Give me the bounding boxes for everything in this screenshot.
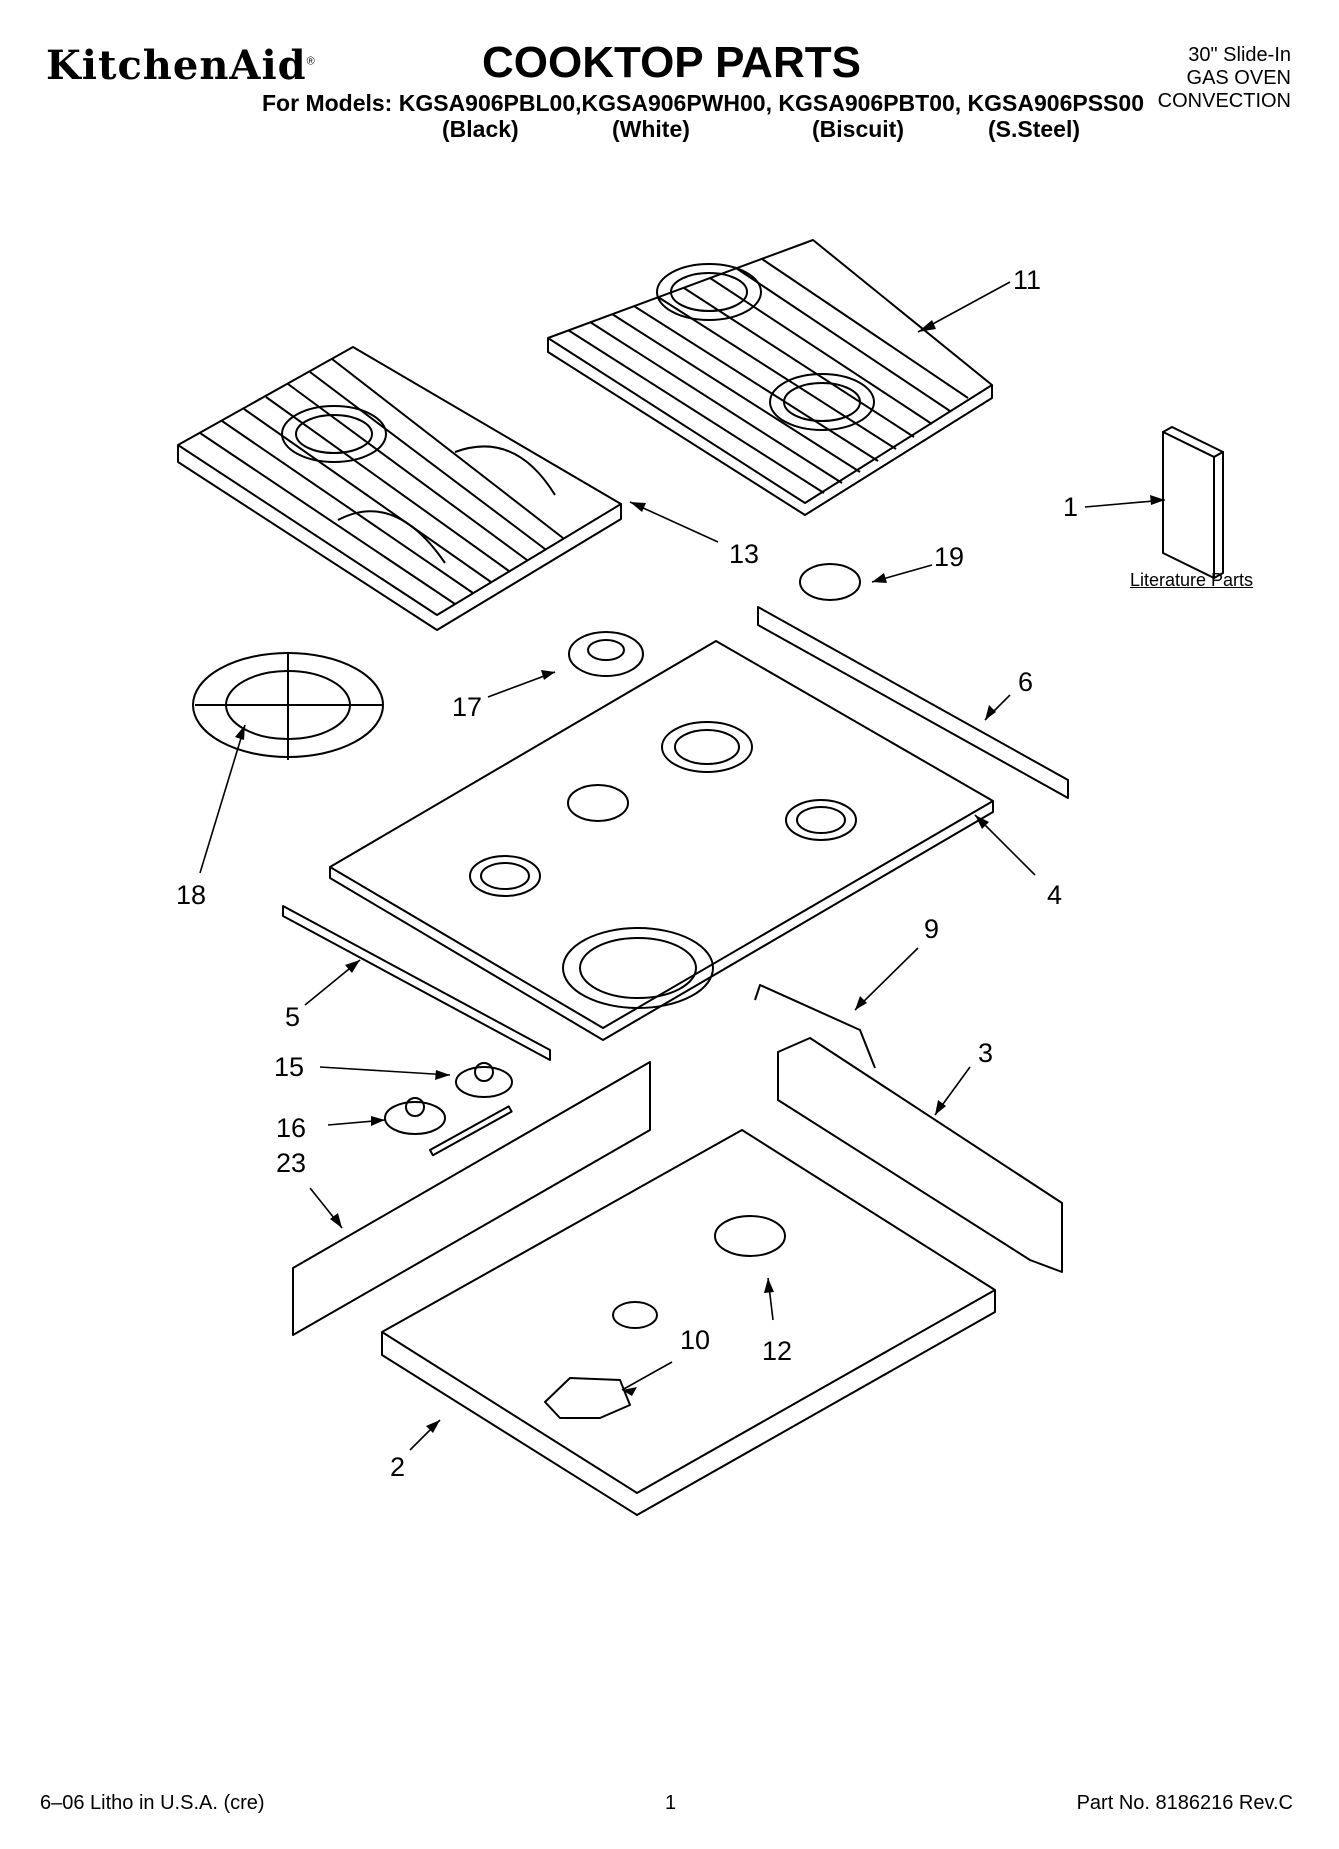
- literature-parts-label: Literature Parts: [1130, 570, 1254, 590]
- footer-part-number: Part No. 8186216 Rev.C: [1076, 1792, 1293, 1814]
- bracket-part-9: [544, 1377, 631, 1419]
- callout-11: 12: [762, 1336, 793, 1366]
- leader-10: [854, 947, 919, 1011]
- side-rail-part: [777, 1037, 1063, 1273]
- bracket-part: [754, 984, 876, 1069]
- unit-line-1: 30" Slide-In: [1188, 44, 1291, 66]
- callout-13: 13: [729, 539, 760, 569]
- leader-9: [621, 1361, 673, 1391]
- unit-line-2: GAS OVEN: [1186, 67, 1291, 89]
- valve-part-15: [455, 1062, 513, 1098]
- rear-trim-part: [757, 606, 1069, 799]
- wok-ring-part: [192, 652, 384, 760]
- callout-19: 19: [934, 542, 965, 572]
- callout-3: 3: [978, 1038, 994, 1068]
- callout-1: 1: [1063, 492, 1079, 522]
- callout-16: 16: [276, 1113, 307, 1143]
- callout-17: 17: [452, 692, 483, 722]
- front-trim-part: [282, 905, 551, 1061]
- literature-box-part: [1162, 426, 1224, 579]
- unit-line-3: CONVECTION: [1157, 90, 1291, 112]
- callout-9: 10: [680, 1325, 711, 1355]
- burner-cap-part: [799, 563, 861, 601]
- footer-litho: 6–06 Litho in U.S.A. (cre): [40, 1792, 265, 1814]
- footer-page-number: 1: [665, 1792, 677, 1814]
- burner-box-part: [381, 1129, 996, 1516]
- color-steel: (S.Steel): [988, 116, 1081, 142]
- models-line: For Models: KGSA906PBL00,KGSA906PWH00, K…: [262, 90, 1144, 116]
- color-black: (Black): [442, 116, 519, 142]
- callout-6: 6: [1018, 667, 1034, 697]
- callout-12: 11: [1013, 265, 1042, 295]
- brand-logo: KitchenAid®: [46, 42, 316, 89]
- callout-5: 5: [285, 1002, 301, 1032]
- callout-4: 4: [1047, 880, 1063, 910]
- callout-15: 15: [274, 1052, 305, 1082]
- callout-18: 18: [176, 880, 207, 910]
- callout-2: 2: [390, 1452, 406, 1482]
- manifold-panel-part: [292, 1061, 651, 1336]
- leader-18: [199, 724, 246, 874]
- color-biscuit: (Biscuit): [812, 116, 904, 142]
- leader-15: [319, 1066, 451, 1076]
- callout-10: 9: [924, 914, 940, 944]
- leader-13: [629, 501, 719, 543]
- grate-left-part: [177, 346, 622, 631]
- callout-23: 23: [276, 1148, 307, 1178]
- page-title: COOKTOP PARTS: [482, 38, 861, 87]
- grate-right-part: [547, 239, 993, 516]
- cooktop-panel-part: [329, 640, 994, 1041]
- color-white: (White): [612, 116, 690, 142]
- burner-base-part: [568, 631, 644, 677]
- valve-part-16: [384, 1097, 446, 1135]
